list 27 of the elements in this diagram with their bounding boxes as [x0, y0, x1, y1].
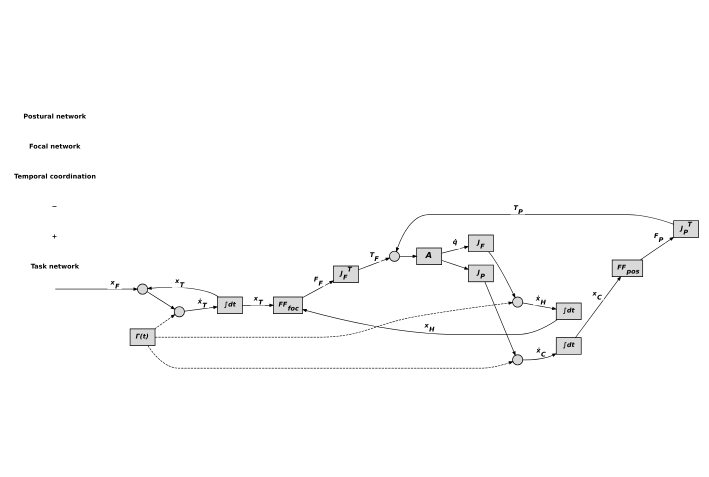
arrow [399, 254, 418, 258]
arrow [358, 258, 390, 270]
arrow [148, 345, 514, 368]
arrow [441, 246, 470, 254]
arrow [522, 302, 558, 310]
node-circle [512, 296, 524, 308]
arrow [522, 353, 557, 360]
arrow [154, 301, 514, 338]
arrow [575, 276, 622, 338]
arrow [54, 287, 138, 291]
arrow [146, 286, 219, 298]
arrow [302, 308, 558, 335]
arrow [154, 314, 176, 330]
arrow [242, 304, 274, 307]
arrow [146, 291, 176, 310]
node-circle [174, 306, 185, 318]
arrow [640, 236, 674, 260]
arrow [488, 251, 516, 298]
arrow [302, 280, 334, 298]
arrow [484, 282, 516, 356]
arrow [184, 306, 218, 312]
arrow [396, 214, 674, 252]
node-box: A [416, 248, 442, 265]
arrow [441, 260, 470, 270]
node-circle [512, 354, 524, 366]
node-circle [137, 284, 148, 295]
node-circle [389, 250, 400, 262]
